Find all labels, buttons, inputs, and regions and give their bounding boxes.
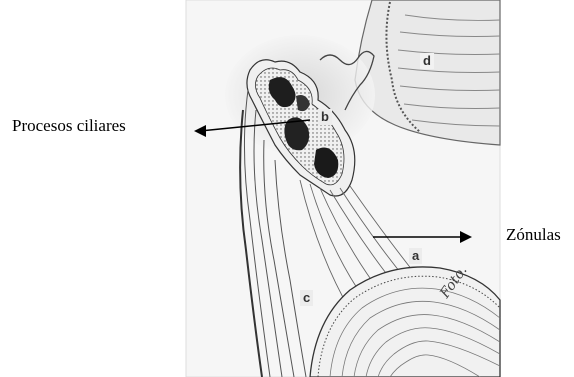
structure-letter-a: a	[409, 248, 422, 264]
structure-letter-b: b	[318, 109, 332, 125]
structure-letter-c: c	[300, 290, 313, 306]
label-procesos-ciliares: Procesos ciliares	[12, 116, 126, 136]
structure-letter-d: d	[420, 53, 434, 69]
label-zonulas: Zónulas	[506, 225, 561, 245]
